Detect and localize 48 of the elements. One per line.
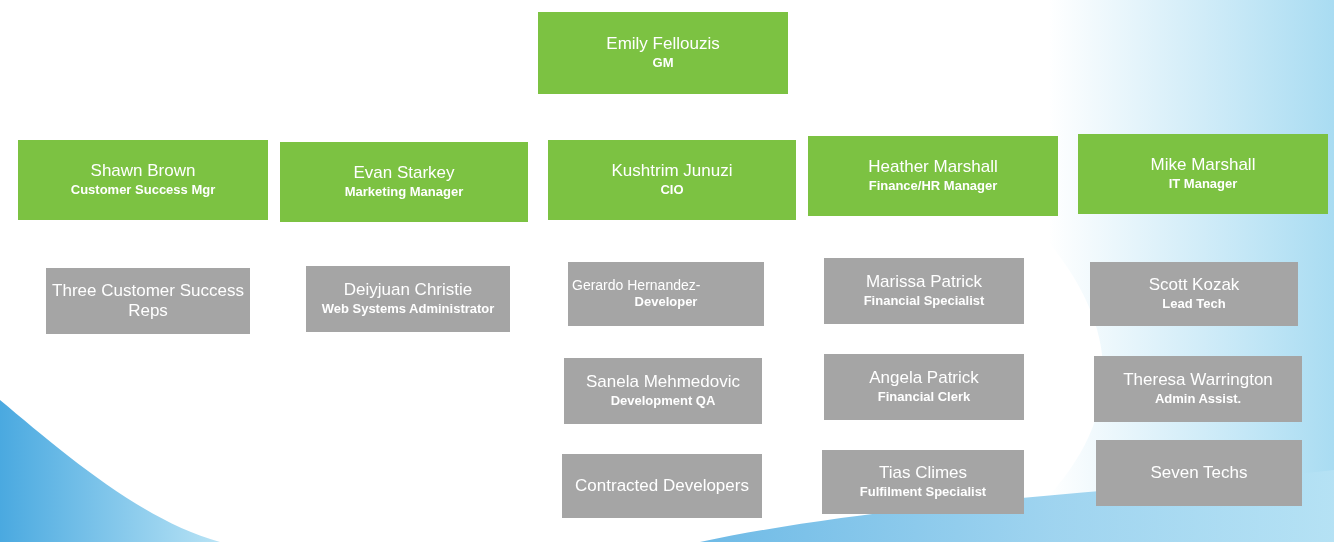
staff-box [824,258,1024,324]
manager-box [18,140,268,220]
name-text: Deiyjuan Christie [343,280,473,301]
role-text: CIO [660,181,684,199]
name-text: Marissa Patrick [865,272,983,293]
staff-box [1090,262,1298,326]
role-text: Developer [634,293,698,311]
name-text: Heather Marshall [868,157,998,178]
staff-box [822,450,1024,514]
role-text: Customer Success Mgr [70,181,216,199]
name-text: Shawn Brown [90,161,196,182]
manager-box [1078,134,1328,214]
role-text: Financial Clerk [877,388,971,406]
manager-box [548,140,796,220]
name-text: Scott Kozak [1148,275,1240,296]
name-text: Sanela Mehmedovic [586,372,740,393]
role-text: Development QA [610,392,716,410]
role-text: Admin Assist. [1154,390,1242,408]
role-text: Marketing Manager [344,183,464,201]
staff-box [564,358,762,424]
manager-box [808,136,1058,216]
name-text: Seven Techs [1150,462,1248,484]
name-text: Mike Marshall [1150,155,1256,176]
staff-box [1094,356,1302,422]
role-text: IT Manager [1168,175,1238,193]
staff-box [562,454,762,518]
name-text: Evan Starkey [353,163,455,184]
role-text: Fulfilment Specialist [859,483,987,501]
name-text: Tias Climes [878,463,968,484]
name-text: Three Customer Success Reps [51,280,245,322]
staff-box [1096,440,1302,506]
name-text: Emily Fellouzis [606,34,720,55]
staff-box [824,354,1024,420]
staff-box [306,266,510,332]
role-text: Financial Specialist [863,292,985,310]
name-text: Kushtrim Junuzi [611,161,733,182]
name-text: Theresa Warrington [1123,370,1273,391]
manager-box [280,142,528,222]
staff-box [46,268,250,334]
name-text: Gerardo Hernandez- [572,277,701,294]
role-text: Web Systems Administrator [321,300,495,318]
manager-box [538,12,788,94]
role-text: Lead Tech [1162,295,1226,313]
role-text: GM [652,54,674,72]
name-text: Contracted Developers [575,475,749,497]
name-text: Angela Patrick [869,368,979,389]
staff-box [568,262,764,326]
role-text: Finance/HR Manager [868,177,998,195]
